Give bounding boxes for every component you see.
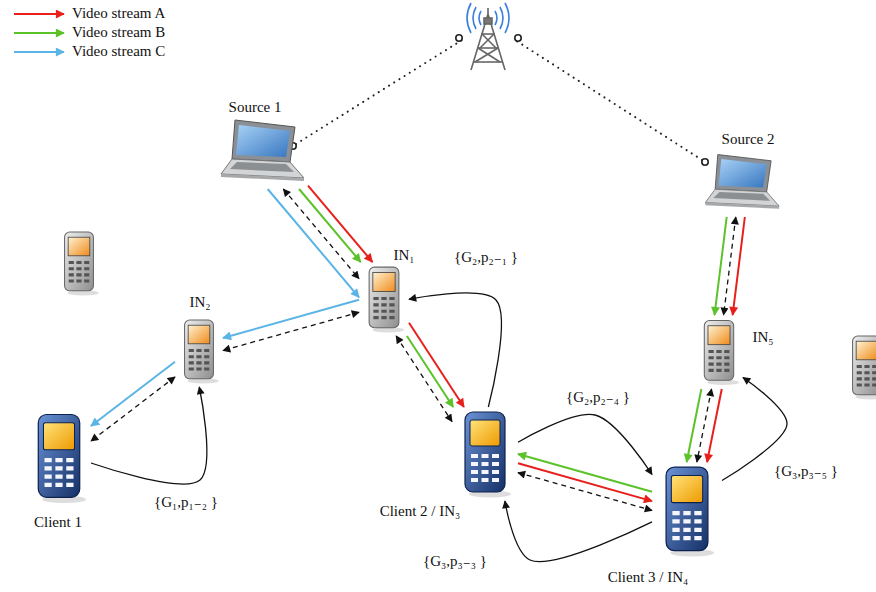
device-icon <box>455 410 515 498</box>
radio-waves <box>473 7 476 29</box>
device-icon <box>655 465 719 557</box>
device-label: Client 3 / IN₄ <box>608 569 689 586</box>
radio-tower <box>484 18 492 24</box>
legend-arrow <box>14 32 64 34</box>
wireless-link <box>515 40 702 160</box>
device-node: Source 1 <box>215 118 305 186</box>
device-label: IN₁ <box>393 247 414 264</box>
device-icon <box>178 318 220 384</box>
stream-arrow <box>407 336 453 407</box>
device-label: Source 1 <box>229 99 282 116</box>
link-endpoint <box>290 35 708 165</box>
device-icon <box>704 321 739 386</box>
device-icon <box>698 318 740 386</box>
radio-tower <box>477 47 499 49</box>
stream-arrow <box>733 217 745 315</box>
device-label: Client 2 / IN₃ <box>380 503 461 520</box>
control-link <box>283 189 359 279</box>
device-icon <box>700 152 780 214</box>
radio-tower <box>480 34 494 48</box>
legend-text: Video stream A <box>72 5 165 22</box>
radio-tower <box>475 48 498 62</box>
device-node: Client 3 / IN₄ <box>655 465 719 557</box>
stream-arrow <box>409 323 464 407</box>
link-endpoint <box>702 159 708 165</box>
link-endpoint <box>515 35 521 41</box>
edge-label: {G₂,p₂₋₁ } <box>452 249 520 266</box>
radio-tower <box>481 33 495 35</box>
radio-waves <box>467 3 509 33</box>
idle-phone <box>65 232 99 295</box>
device-icon <box>30 412 88 504</box>
wireless-link <box>296 40 462 144</box>
control-link <box>223 312 359 350</box>
device-icon <box>666 467 714 556</box>
stream-arrow <box>308 186 372 262</box>
radio-tower <box>471 8 505 70</box>
control-link <box>697 389 712 462</box>
radio-tower <box>478 48 500 62</box>
device-label: Client 1 <box>34 514 82 531</box>
feedback-arrow <box>409 293 501 407</box>
device-icon <box>369 267 404 332</box>
control-link <box>396 336 452 422</box>
device-icon <box>705 155 779 209</box>
legend-arrow <box>14 13 64 15</box>
radio-tower <box>482 34 496 48</box>
device-node: IN₁ <box>362 265 406 333</box>
device-icon <box>185 320 219 383</box>
radio-waves <box>505 3 509 33</box>
feedback-arrow <box>505 501 652 562</box>
device-label: IN₅ <box>752 329 773 346</box>
device-icon <box>215 118 305 186</box>
stream-arrow <box>299 189 361 262</box>
radio-waves <box>479 11 481 25</box>
link-endpoint <box>456 35 462 41</box>
device-node: IN₅ <box>698 318 740 386</box>
device-node: Client 1 <box>30 412 88 504</box>
wireless-link <box>296 40 702 160</box>
stream-arrow <box>268 189 359 297</box>
control-link <box>518 473 652 511</box>
radio-waves <box>495 11 497 25</box>
device-icon <box>221 120 304 181</box>
control-link <box>724 217 736 315</box>
legend-text: Video stream C <box>72 43 165 60</box>
device-label: Source 2 <box>722 131 775 148</box>
idle-phone <box>853 336 876 399</box>
radio-waves <box>500 7 503 29</box>
device-node: IN₂ <box>178 318 220 384</box>
device-node: Source 2 <box>700 152 780 214</box>
edge-label: {G₁,p₁₋₂ } <box>152 494 220 511</box>
legend-arrow <box>14 14 64 52</box>
legend-arrow <box>14 51 64 53</box>
device-icon <box>362 265 406 333</box>
stream-arrow <box>223 300 359 338</box>
stream-arrow <box>518 454 652 492</box>
stream-arrow <box>518 463 652 501</box>
device-icon <box>38 415 86 504</box>
control-link <box>91 377 175 441</box>
feedback-arrow <box>91 387 207 484</box>
device-icon <box>465 412 511 498</box>
device-node: Client 2 / IN₃ <box>455 410 515 498</box>
device-label: IN₂ <box>189 294 210 311</box>
edge-label: {G₃,p₃₋₃ } <box>421 553 489 570</box>
edge-label: {G₃,p₃₋₅ } <box>772 463 840 480</box>
stream-arrow <box>91 362 175 426</box>
legend-text: Video stream B <box>72 24 165 41</box>
radio-waves <box>467 3 471 33</box>
radio-tower <box>473 61 503 63</box>
feedback-arrow <box>518 414 652 474</box>
edge-label: {G₂,p₂₋₄ } <box>564 389 632 406</box>
